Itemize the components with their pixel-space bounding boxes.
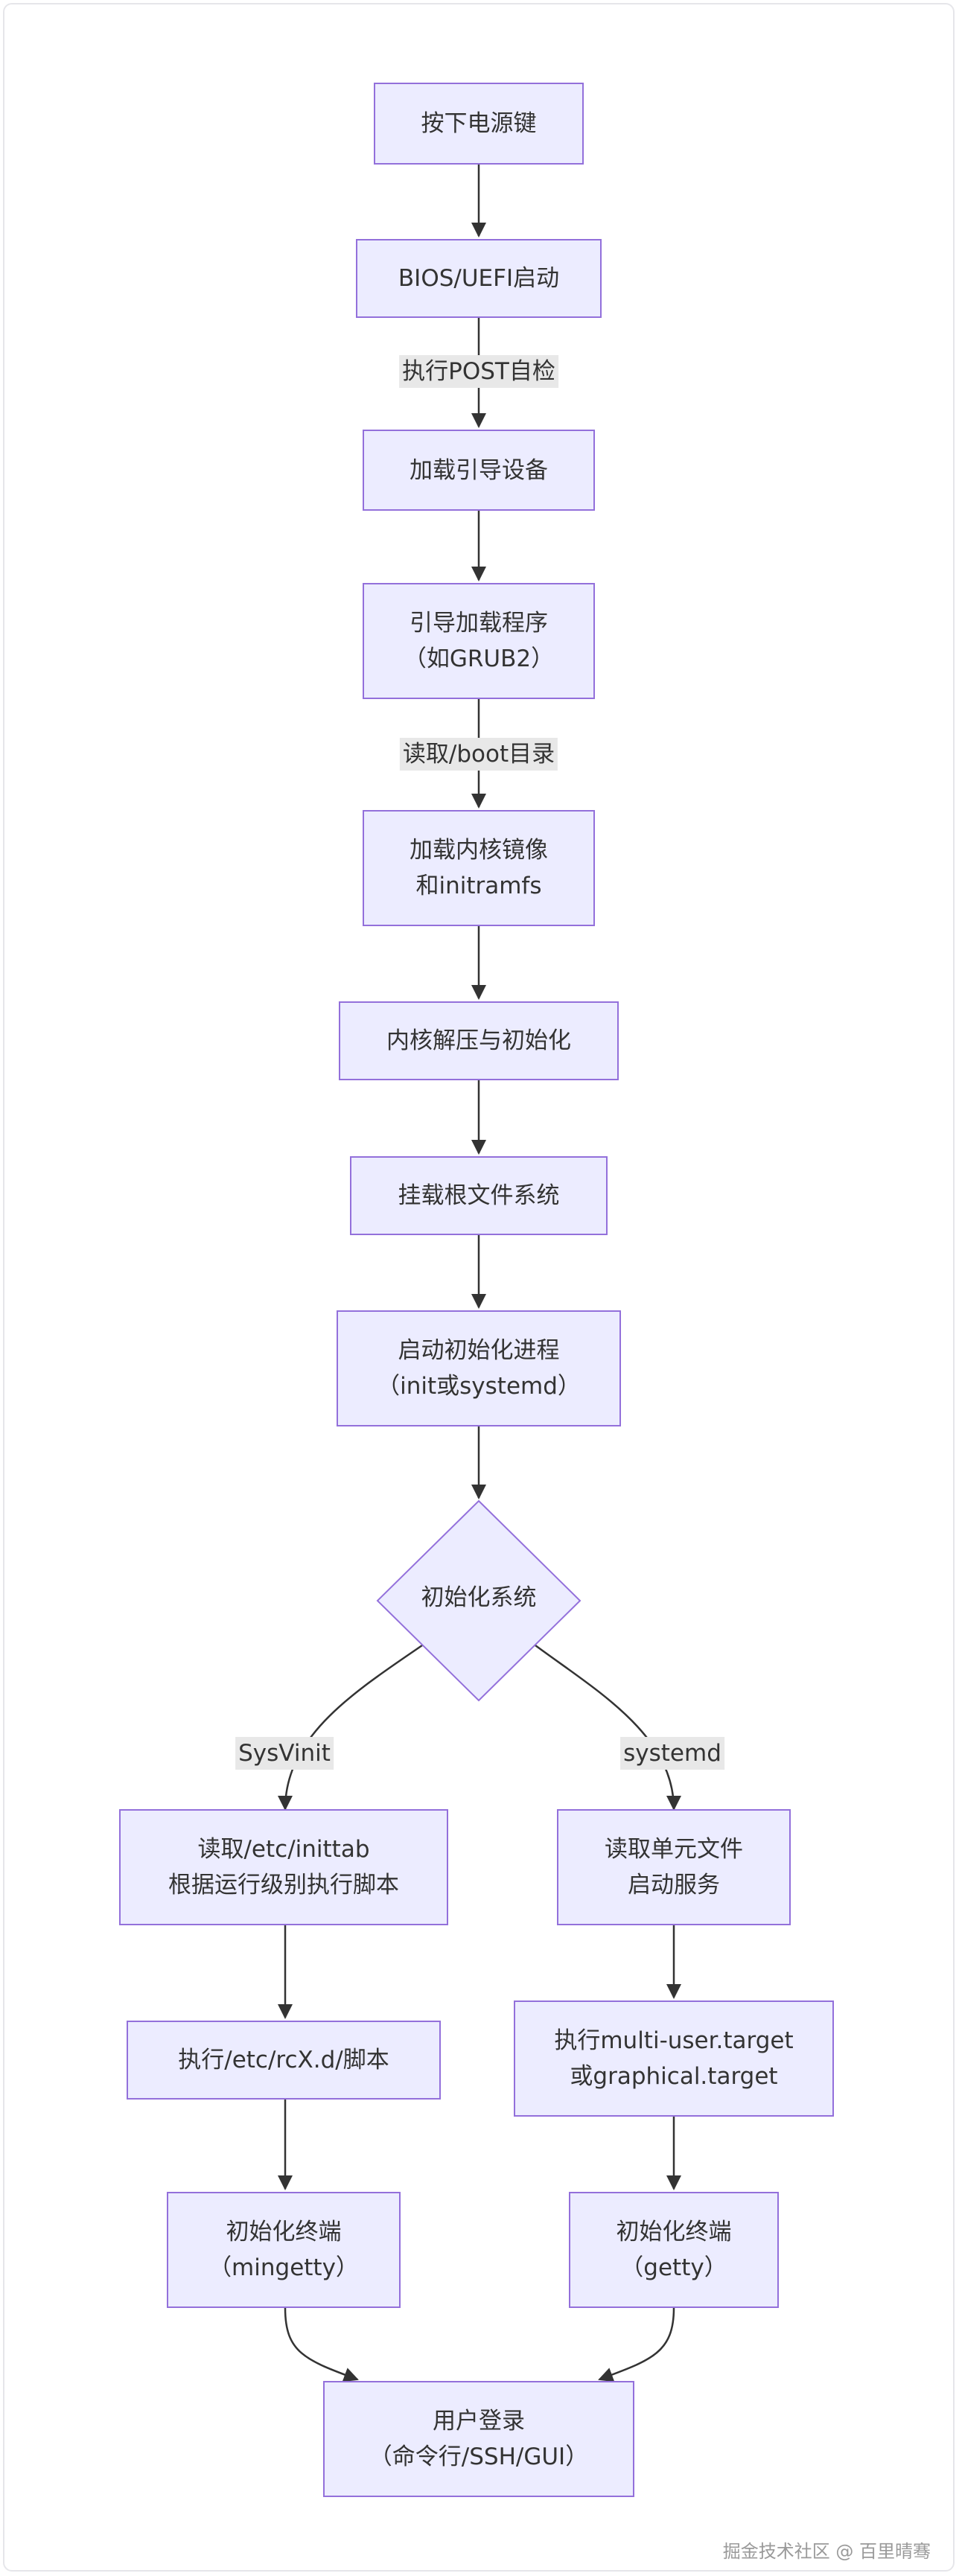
systemd-terminal-node: 初始化终端 （getty） [569, 2192, 779, 2308]
user-login-node: 用户登录 （命令行/SSH/GUI） [323, 2381, 634, 2497]
init-process-node: 启动初始化进程 （init或systemd） [337, 1310, 621, 1426]
systemd-read-units-node: 读取单元文件 启动服务 [557, 1809, 791, 1925]
bios-uefi-node: BIOS/UEFI启动 [356, 239, 602, 318]
kernel-image-node: 加载内核镜像 和initramfs [363, 810, 595, 926]
sysvinit-read-inittab-node: 读取/etc/inittab 根据运行级别执行脚本 [119, 1809, 448, 1925]
edge-initsystem-sysvinit [278, 1644, 423, 1811]
sysvinit-exec-rc-node: 执行/etc/rcX.d/脚本 [127, 2021, 441, 2100]
sysvinit-terminal-node: 初始化终端 （mingetty） [167, 2192, 401, 2308]
edge-initsystem-systemd [535, 1644, 681, 1811]
mount-root-node: 挂载根文件系统 [350, 1156, 608, 1235]
systemd-exec-target-node: 执行multi-user.target 或graphical.target [514, 2000, 834, 2117]
edge-label-read-boot: 读取/boot目录 [399, 738, 558, 771]
edge-sysvinit-tty-login [284, 2307, 359, 2382]
init-system-decision-shape [376, 1499, 582, 1702]
edge-label-systemd: systemd [620, 1737, 724, 1770]
boot-device-node: 加载引导设备 [363, 430, 595, 511]
init-system-decision: 初始化系统 [421, 1584, 537, 1611]
edge-label-post: 执行POST自检 [399, 355, 558, 388]
kernel-init-node: 内核解压与初始化 [339, 1001, 619, 1080]
edge-systemd-tty-login [598, 2307, 675, 2382]
power-on-node: 按下电源键 [374, 83, 584, 165]
watermark: 掘金技术社区 @ 百里晴骞 [722, 2541, 931, 2562]
edge-label-sysvinit: SysVinit [235, 1737, 334, 1770]
diagram-frame [3, 3, 955, 2572]
bootloader-node: 引导加载程序 （如GRUB2） [363, 583, 595, 699]
